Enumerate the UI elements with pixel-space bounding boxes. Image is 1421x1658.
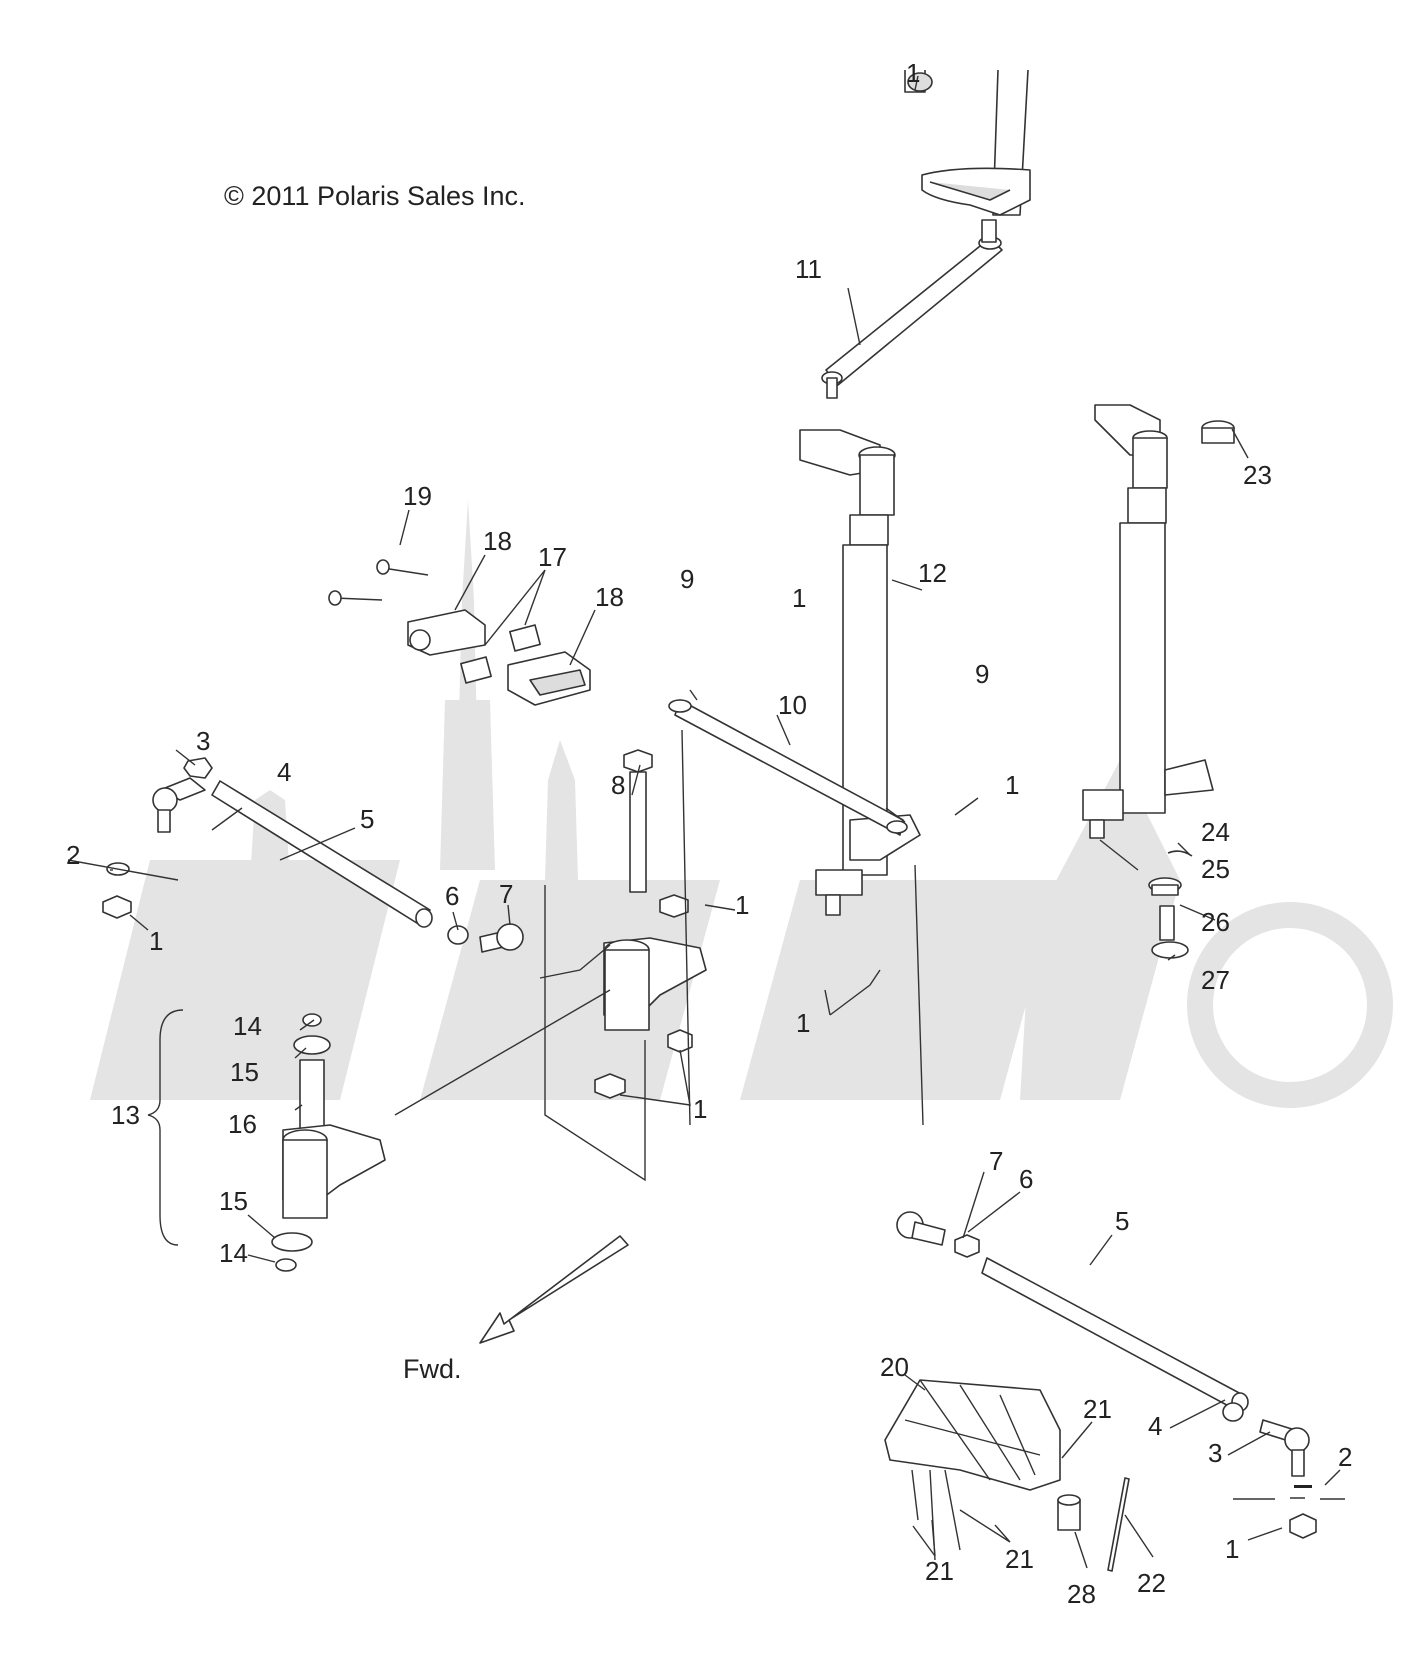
upper-steering-post [904, 69, 1031, 216]
callout-label: 21 [1083, 1394, 1112, 1424]
callout-label: 13 [111, 1100, 140, 1130]
lower-left-bracket [147, 1009, 386, 1272]
callout-label: 19 [403, 481, 432, 511]
callout-label: 18 [595, 582, 624, 612]
callout-label: 14 [233, 1011, 262, 1041]
callout-label: 26 [1201, 907, 1230, 937]
callout-label: 28 [1067, 1579, 1096, 1609]
callout-label: 1 [735, 890, 749, 920]
callout-label: 9 [680, 564, 694, 594]
forward-label: Fwd. [403, 1354, 462, 1384]
upper-bracket-assembly [328, 559, 591, 706]
callout-label: 21 [925, 1556, 954, 1586]
callout-label: 14 [219, 1238, 248, 1268]
callout-label: 25 [1201, 854, 1230, 884]
callout-label: 4 [277, 757, 291, 787]
callout-label: 1 [693, 1094, 707, 1124]
steering-post-right [1082, 404, 1235, 839]
callout-label: 23 [1243, 460, 1272, 490]
callout-label: 21 [1005, 1544, 1034, 1574]
callout-label: 1 [792, 583, 806, 613]
callout-label: 12 [918, 558, 947, 588]
callout-label: 5 [360, 804, 374, 834]
callout-labels: 1 11 23 12 1 9 10 9 19 18 17 18 3 4 5 2 … [66, 58, 1352, 1609]
callout-label: 4 [1148, 1411, 1162, 1441]
right-hardware [1148, 850, 1193, 959]
callout-label: 5 [1115, 1206, 1129, 1236]
copyright-text: © 2011 Polaris Sales Inc. [224, 181, 526, 211]
center-bracket [594, 749, 707, 1099]
callout-label: 15 [230, 1057, 259, 1087]
callout-label: 17 [538, 542, 567, 572]
callout-label: 22 [1137, 1568, 1166, 1598]
callout-label: 15 [219, 1186, 248, 1216]
callout-label: 9 [975, 659, 989, 689]
callout-label: 11 [795, 254, 822, 284]
callout-label: 1 [1005, 770, 1019, 800]
callout-label: 6 [445, 881, 459, 911]
callout-label: 18 [483, 526, 512, 556]
callout-label: 7 [499, 879, 513, 909]
callout-label: 27 [1201, 965, 1230, 995]
callout-label: 3 [1208, 1438, 1222, 1468]
callout-label: 8 [611, 770, 625, 800]
callout-label: 10 [778, 690, 807, 720]
callout-label: 24 [1201, 817, 1230, 847]
callout-label: 3 [196, 726, 210, 756]
callout-label: 16 [228, 1109, 257, 1139]
callout-label: 1 [906, 58, 920, 88]
pitman-arm [821, 219, 1003, 399]
drag-link [668, 699, 908, 836]
forward-arrow: Fwd. [403, 1235, 629, 1384]
steering-post-main [799, 429, 921, 916]
callout-label: 1 [796, 1008, 810, 1038]
right-tie-rod-group [896, 1211, 1345, 1539]
callout-label: 20 [880, 1352, 909, 1382]
left-tie-rod-group [67, 757, 524, 953]
callout-label: 1 [1225, 1534, 1239, 1564]
watermark-logo [90, 500, 1393, 1108]
callout-label: 2 [66, 840, 80, 870]
callout-label: 1 [149, 926, 163, 956]
callout-label: 2 [1338, 1442, 1352, 1472]
leader-lines [110, 75, 1341, 1569]
callout-label: 7 [989, 1146, 1003, 1176]
callout-label: 6 [1019, 1164, 1033, 1194]
